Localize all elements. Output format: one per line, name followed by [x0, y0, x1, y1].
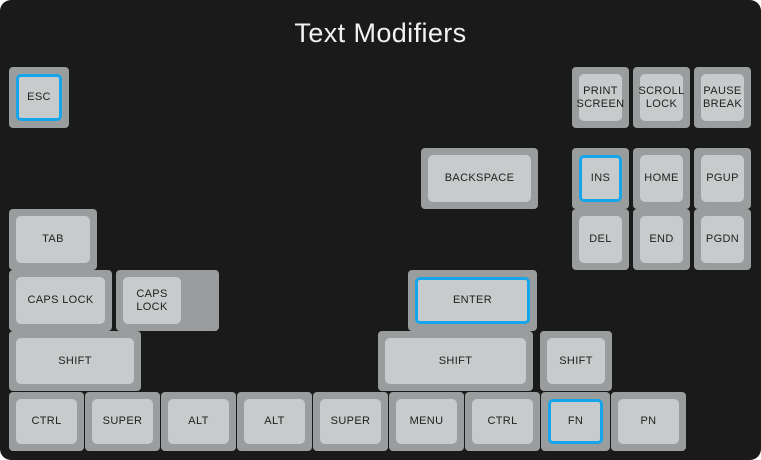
- keycap-pgup: PGUP: [701, 155, 744, 202]
- keycap-enter: ENTER: [415, 277, 530, 324]
- key-alt-left[interactable]: ALT: [161, 392, 236, 451]
- keycap-shift-right: SHIFT: [385, 338, 526, 384]
- keycap-del: DEL: [579, 216, 622, 263]
- keycap-pn: PN: [618, 399, 679, 444]
- key-label-shift-right: SHIFT: [438, 354, 473, 367]
- keycap-caps-lock-2: CAPS LOCK: [123, 277, 181, 324]
- key-shift-left[interactable]: SHIFT: [9, 331, 141, 391]
- key-super-right[interactable]: SUPER: [313, 392, 388, 451]
- key-label-end: END: [649, 233, 674, 245]
- keycap-scroll-lock: SCROLL LOCK: [638, 74, 685, 121]
- keycap-shift-extra: SHIFT: [547, 338, 605, 384]
- key-pgdn[interactable]: PGDN: [694, 209, 751, 270]
- key-ins[interactable]: INS: [572, 148, 629, 209]
- keycap-ins: INS: [579, 155, 622, 202]
- key-label-enter: ENTER: [452, 294, 493, 306]
- key-caps-lock-1[interactable]: CAPS LOCK: [9, 270, 112, 331]
- key-del[interactable]: DEL: [572, 209, 629, 270]
- keycap-pause-break: PAUSE BREAK: [701, 74, 744, 121]
- keycap-alt-left: ALT: [168, 399, 229, 444]
- keycap-print-screen: PRINT SCREEN: [576, 74, 625, 121]
- key-menu[interactable]: MENU: [389, 392, 464, 451]
- key-label-ins: INS: [590, 172, 611, 184]
- key-caps-lock-2[interactable]: CAPS LOCK: [116, 270, 219, 331]
- key-label-menu: MENU: [409, 415, 444, 427]
- key-shift-extra[interactable]: SHIFT: [540, 331, 612, 391]
- key-label-super-left: SUPER: [102, 415, 143, 427]
- keycap-esc: ESC: [16, 74, 62, 121]
- key-label-caps-lock-1: CAPS LOCK: [27, 294, 94, 306]
- keycap-super-left: SUPER: [92, 399, 153, 444]
- page-title: Text Modifiers: [294, 18, 467, 48]
- keycap-alt-right: ALT: [244, 399, 305, 444]
- key-label-ctrl-left: CTRL: [31, 415, 62, 427]
- key-label-super-right: SUPER: [330, 415, 371, 427]
- key-label-shift-left: SHIFT: [58, 354, 92, 367]
- key-pgup[interactable]: PGUP: [694, 148, 751, 209]
- key-end[interactable]: END: [633, 209, 690, 270]
- key-print-screen[interactable]: PRINT SCREEN: [572, 67, 629, 128]
- key-shift-right[interactable]: SHIFT: [378, 331, 533, 391]
- key-home[interactable]: HOME: [633, 148, 690, 209]
- key-label-ctrl-right: CTRL: [487, 415, 518, 427]
- key-ctrl-right[interactable]: CTRL: [465, 392, 540, 451]
- key-label-pgdn: PGDN: [705, 233, 740, 245]
- key-label-scroll-lock: SCROLL LOCK: [638, 84, 685, 110]
- keycap-end: END: [640, 216, 683, 263]
- key-alt-right[interactable]: ALT: [237, 392, 312, 451]
- keycap-pgdn: PGDN: [701, 216, 744, 263]
- key-label-pn: PN: [640, 415, 657, 427]
- key-label-tab: TAB: [42, 233, 64, 245]
- key-label-esc: ESC: [27, 91, 51, 103]
- key-label-del: DEL: [589, 233, 612, 245]
- key-label-caps-lock-2: CAPS LOCK: [136, 287, 168, 313]
- keycap-home: HOME: [640, 155, 683, 202]
- key-label-home: HOME: [644, 172, 679, 184]
- keycap-fn: FN: [548, 399, 603, 444]
- key-ctrl-left[interactable]: CTRL: [9, 392, 84, 451]
- key-fn[interactable]: FN: [541, 392, 610, 451]
- keycap-super-right: SUPER: [320, 399, 381, 444]
- keycap-menu: MENU: [396, 399, 457, 444]
- key-scroll-lock[interactable]: SCROLL LOCK: [633, 67, 690, 128]
- keycap-ctrl-right: CTRL: [472, 399, 533, 444]
- keycap-tab: TAB: [16, 216, 90, 263]
- key-enter[interactable]: ENTER: [408, 270, 537, 331]
- key-label-backspace: BACKSPACE: [444, 172, 515, 184]
- key-label-alt-right: ALT: [264, 415, 285, 427]
- key-label-shift-extra: SHIFT: [559, 354, 593, 367]
- key-pn[interactable]: PN: [611, 392, 686, 451]
- key-pause-break[interactable]: PAUSE BREAK: [694, 67, 751, 128]
- key-esc[interactable]: ESC: [9, 67, 69, 128]
- keycap-backspace: BACKSPACE: [428, 155, 531, 202]
- key-tab[interactable]: TAB: [9, 209, 97, 270]
- keycap-ctrl-left: CTRL: [16, 399, 77, 444]
- key-label-print-screen: PRINT SCREEN: [576, 84, 625, 110]
- key-label-alt-left: ALT: [188, 415, 209, 427]
- keycap-caps-lock-1: CAPS LOCK: [16, 277, 105, 324]
- keycap-shift-left: SHIFT: [16, 338, 134, 384]
- key-label-pause-break: PAUSE BREAK: [702, 84, 743, 110]
- key-label-pgup: PGUP: [706, 172, 739, 184]
- key-label-fn: FN: [567, 415, 584, 427]
- key-backspace[interactable]: BACKSPACE: [421, 148, 538, 209]
- key-super-left[interactable]: SUPER: [85, 392, 160, 451]
